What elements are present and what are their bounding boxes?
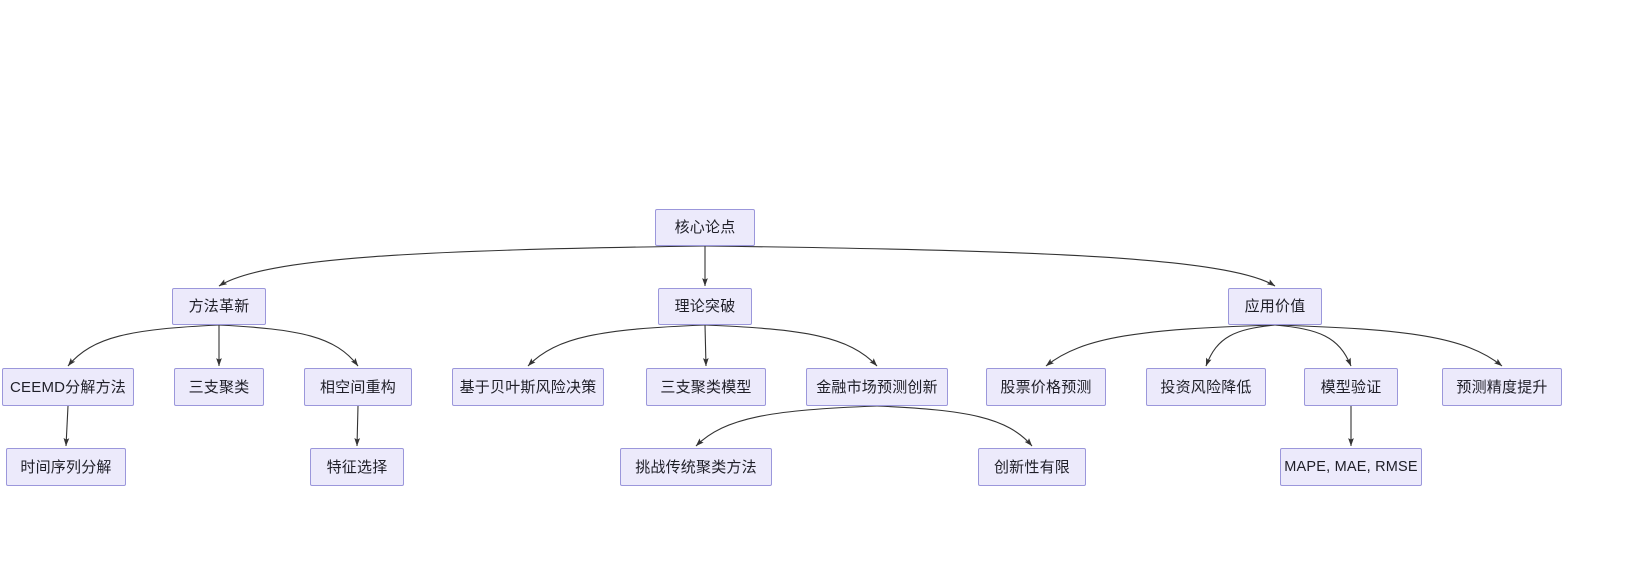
diagram-node-label: 三支聚类 <box>188 378 250 396</box>
diagram-node-l2a2[interactable]: 三支聚类 <box>174 368 264 406</box>
diagram-edge-l1c-to-l2c2 <box>1205 324 1276 367</box>
diagram-node-label: 特征选择 <box>326 458 388 476</box>
diagram-edge-l2b3-to-l3c <box>695 405 878 447</box>
diagram-node-label: 相空间重构 <box>319 378 396 396</box>
diagram-node-label: 理论突破 <box>674 298 736 315</box>
diagram-node-root[interactable]: 核心论点 <box>655 209 755 246</box>
diagram-node-l2b3[interactable]: 金融市场预测创新 <box>806 368 948 406</box>
diagram-node-label: MAPE, MAE, RMSE <box>1284 458 1418 475</box>
diagram-node-label: 时间序列分解 <box>20 458 112 476</box>
diagram-edge-l1a-to-l2a3 <box>218 324 359 367</box>
diagram-node-label: 投资风险降低 <box>1160 378 1252 396</box>
diagram-node-l2c3[interactable]: 模型验证 <box>1304 368 1398 406</box>
diagram-node-l3d[interactable]: 创新性有限 <box>978 448 1086 486</box>
diagram-node-l2c2[interactable]: 投资风险降低 <box>1146 368 1266 406</box>
diagram-edge-l1c-to-l2c3 <box>1274 324 1352 367</box>
diagram-node-label: 挑战传统聚类方法 <box>635 458 757 476</box>
diagram-edge-root-to-l1a <box>218 245 706 287</box>
diagram-node-l1c[interactable]: 应用价值 <box>1228 288 1322 325</box>
diagram-node-l1b[interactable]: 理论突破 <box>658 288 752 325</box>
diagram-edge-l1b-to-l2b1 <box>527 324 706 367</box>
diagram-node-label: CEEMD分解方法 <box>10 378 126 396</box>
diagram-edge-l1c-to-l2c1 <box>1045 324 1276 367</box>
diagram-node-l1a[interactable]: 方法革新 <box>172 288 266 325</box>
diagram-node-l3e[interactable]: MAPE, MAE, RMSE <box>1280 448 1422 486</box>
diagram-node-label: 基于贝叶斯风险决策 <box>459 378 597 396</box>
diagram-edge-l2a1-to-l3a <box>63 405 70 447</box>
diagram-edge-l1a-to-l2a1 <box>67 324 220 367</box>
diagram-node-l3b[interactable]: 特征选择 <box>310 448 404 486</box>
diagram-edge-l1c-to-l2c4 <box>1274 324 1503 367</box>
diagram-node-label: 核心论点 <box>674 219 736 236</box>
diagram-node-l2a3[interactable]: 相空间重构 <box>304 368 412 406</box>
diagram-edge-l1b-to-l2b3 <box>704 324 878 367</box>
diagram-node-l3a[interactable]: 时间序列分解 <box>6 448 126 486</box>
diagram-node-l2c4[interactable]: 预测精度提升 <box>1442 368 1562 406</box>
diagram-node-label: 金融市场预测创新 <box>816 378 938 396</box>
diagram-node-l2a1[interactable]: CEEMD分解方法 <box>2 368 134 406</box>
diagram-node-label: 方法革新 <box>188 298 250 315</box>
diagram-node-l2b1[interactable]: 基于贝叶斯风险决策 <box>452 368 604 406</box>
diagram-edge-l2b3-to-l3d <box>876 405 1033 447</box>
diagram-edge-l1b-to-l2b2 <box>702 324 709 367</box>
diagram-node-label: 应用价值 <box>1244 298 1306 315</box>
edge-paths <box>63 245 1503 447</box>
diagram-node-l3c[interactable]: 挑战传统聚类方法 <box>620 448 772 486</box>
diagram-edge-l2a3-to-l3b <box>354 405 361 447</box>
diagram-node-label: 模型验证 <box>1320 378 1382 396</box>
diagram-node-label: 创新性有限 <box>993 458 1070 476</box>
diagram-node-l2b2[interactable]: 三支聚类模型 <box>646 368 766 406</box>
diagram-node-label: 预测精度提升 <box>1456 378 1548 396</box>
diagram-edge-root-to-l1c <box>704 245 1276 287</box>
diagram-node-label: 股票价格预测 <box>1000 378 1092 396</box>
diagram-node-label: 三支聚类模型 <box>660 378 752 396</box>
diagram-node-l2c1[interactable]: 股票价格预测 <box>986 368 1106 406</box>
